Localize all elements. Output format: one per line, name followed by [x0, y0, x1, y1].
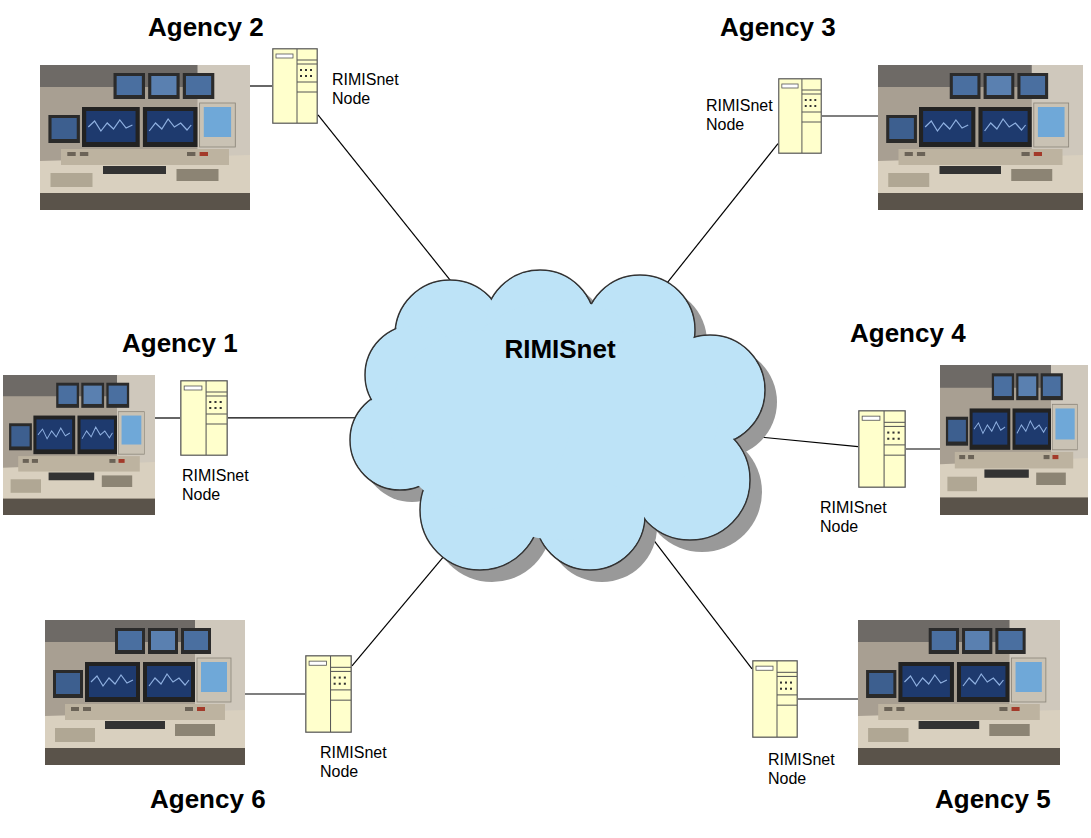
workstation-photo: [45, 620, 245, 765]
agency-label: Agency 4: [850, 318, 966, 349]
node-label: RIMISnet Node: [706, 96, 782, 134]
cloud-fill: [351, 271, 764, 569]
agency-label: Agency 3: [720, 12, 836, 43]
agency-photo: Agency 3: [878, 65, 1083, 210]
node-label: RIMISnet Node: [332, 70, 408, 108]
agency-label: Agency 6: [150, 784, 266, 815]
agency-photo: Agency 6: [45, 620, 245, 765]
server-node: RIMISnet Node: [752, 660, 798, 738]
agency-label: Agency 5: [935, 784, 1051, 815]
server-icon: [306, 656, 351, 732]
agency-photo: Agency 1: [3, 375, 155, 515]
workstation-photo: [878, 65, 1083, 210]
server-node: RIMISnet Node: [858, 410, 906, 488]
connector-line: [822, 115, 878, 116]
cloud-shadow: [362, 282, 777, 582]
agency-photo: Agency 4: [940, 365, 1088, 515]
server-icon: [779, 79, 821, 153]
connector-line: [798, 698, 858, 699]
server-node: RIMISnet Node: [778, 78, 822, 154]
server-node: RIMISnet Node: [180, 380, 228, 456]
workstation-photo: [40, 65, 250, 210]
workstation-photo: [858, 620, 1060, 765]
agency-label: Agency 2: [148, 12, 264, 43]
server-icon: [181, 381, 227, 455]
node-label: RIMISnet Node: [820, 498, 896, 536]
connector-line: [155, 417, 180, 418]
agency-photo: Agency 2: [40, 65, 250, 210]
workstation-photo: [940, 365, 1088, 515]
node-label: RIMISnet Node: [320, 743, 396, 781]
node-label: RIMISnet Node: [182, 466, 258, 504]
connector-line: [245, 693, 305, 694]
server-node: RIMISnet Node: [272, 48, 318, 124]
connector-line: [250, 85, 272, 86]
server-node: RIMISnet Node: [305, 655, 352, 733]
agency-label: Agency 1: [122, 328, 238, 359]
server-icon: [273, 49, 317, 123]
workstation-photo: [3, 375, 155, 515]
connector-line: [906, 448, 940, 449]
cloud-outline: [350, 270, 765, 570]
network-cloud: RIMISnet: [355, 270, 765, 565]
server-icon: [753, 661, 797, 737]
cloud-label: RIMISnet: [504, 334, 615, 365]
agency-photo: Agency 5: [858, 620, 1060, 765]
node-label: RIMISnet Node: [768, 750, 844, 788]
server-icon: [859, 411, 905, 487]
